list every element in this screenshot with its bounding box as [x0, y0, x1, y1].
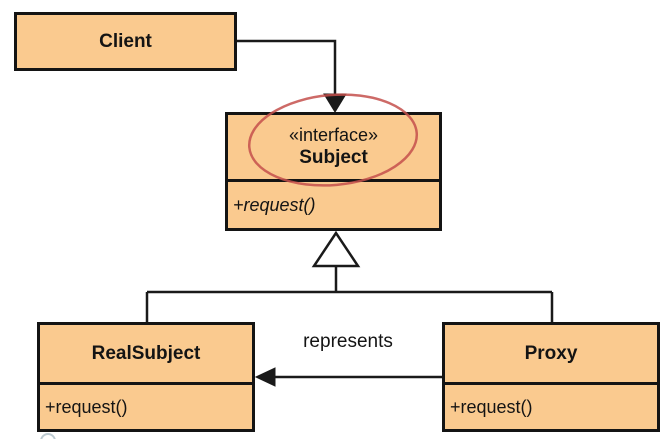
class-box-realsubject: RealSubject +request() — [37, 322, 255, 432]
association-label-represents: represents — [303, 331, 393, 352]
class-box-client: Client — [14, 12, 237, 71]
generalization-triangle-icon — [311, 230, 361, 268]
class-box-proxy: Proxy +request() — [442, 322, 660, 432]
method-compartment-proxy: +request() — [445, 382, 657, 429]
method-subject-request: +request() — [233, 194, 316, 215]
stereotype-interface: «interface» — [288, 124, 379, 145]
method-realsubject-request: +request() — [45, 396, 128, 417]
filled-arrowhead-into-subject — [323, 93, 347, 113]
filled-arrowhead-into-realsubject — [254, 367, 276, 387]
method-compartment-realsubject: +request() — [40, 382, 252, 429]
class-header-realsubject: RealSubject — [40, 325, 252, 382]
class-box-subject: «interface» Subject +request() — [225, 112, 442, 231]
class-header-subject: «interface» Subject — [228, 115, 439, 179]
class-name-subject: Subject — [299, 147, 368, 169]
watermark-circle-fragment — [40, 433, 56, 439]
class-name-proxy: Proxy — [524, 342, 578, 364]
association-line-client-subject — [237, 39, 337, 96]
class-header-proxy: Proxy — [445, 325, 657, 382]
class-name-realsubject: RealSubject — [91, 342, 201, 364]
method-compartment-subject: +request() — [228, 179, 439, 228]
class-name-client: Client — [99, 30, 152, 52]
method-proxy-request: +request() — [450, 396, 533, 417]
